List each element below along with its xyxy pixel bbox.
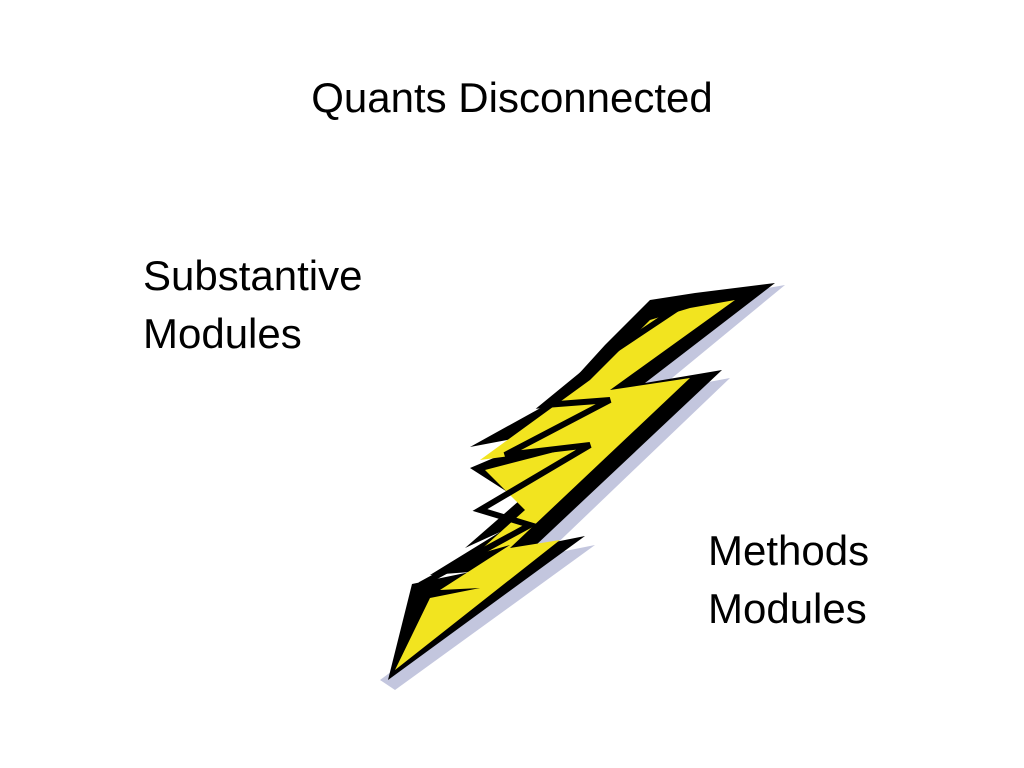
lightning-bolt-fill — [395, 300, 735, 670]
substantive-modules-label: Substantive Modules — [143, 247, 362, 363]
methods-modules-label: Methods Modules — [708, 522, 869, 638]
right-label-line-1: Methods — [708, 527, 870, 574]
lightning-bolt-inner-edge — [418, 297, 692, 588]
left-label-line-1: Substantive — [143, 252, 363, 299]
slide-title: Quants Disconnected — [311, 74, 713, 121]
left-label-line-2: Modules — [143, 310, 302, 357]
right-label-line-2: Modules — [708, 585, 867, 632]
